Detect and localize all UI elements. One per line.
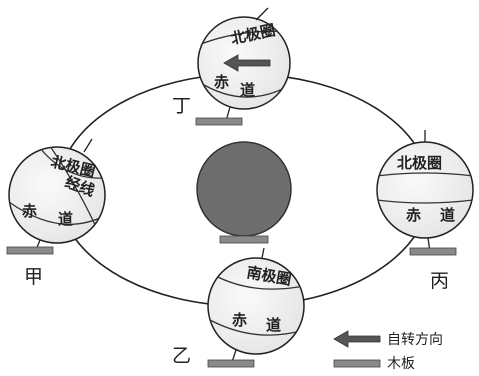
globe-jia-axis bbox=[83, 138, 93, 153]
globe-jia-sphere bbox=[8, 146, 106, 244]
globe-bing: 北极圈 赤 道 丙 bbox=[376, 130, 474, 292]
globe-jia-equator-label-1: 赤 bbox=[22, 202, 37, 220]
legend-board-swatch bbox=[333, 359, 381, 368]
position-label-jia: 甲 bbox=[24, 266, 43, 288]
globe-ding: 北极圈 赤 道 丁 bbox=[172, 7, 291, 126]
sun-board bbox=[219, 235, 269, 244]
globe-ding-equator-label-1: 赤 bbox=[214, 73, 229, 91]
globe-ding-axis bbox=[255, 7, 269, 21]
globe-bing-arctic-circle bbox=[377, 172, 473, 177]
position-label-bing: 丙 bbox=[430, 270, 449, 292]
position-label-yi: 乙 bbox=[172, 345, 191, 367]
sun bbox=[196, 141, 292, 244]
globe-yi-equator-label-1: 赤 bbox=[232, 311, 247, 329]
globe-yi-board bbox=[207, 359, 255, 368]
globe-ding-equator-label-2: 道 bbox=[240, 81, 255, 99]
globe-yi-antarctic-circle bbox=[211, 273, 304, 290]
globe-yi: 南极圈 赤 道 乙 bbox=[172, 247, 305, 368]
sun-disc bbox=[196, 141, 292, 237]
position-label-ding: 丁 bbox=[172, 95, 191, 117]
globe-yi-equator-label-2: 道 bbox=[266, 316, 281, 334]
globe-jia-equator-label-2: 道 bbox=[58, 210, 73, 228]
globe-bing-equator-label-2: 道 bbox=[440, 206, 455, 224]
legend-rotation-label: 自转方向 bbox=[387, 332, 443, 348]
globe-jia-arctic-circle bbox=[39, 147, 105, 179]
legend-rotation-arrow-icon bbox=[333, 330, 381, 348]
globe-bing-board bbox=[409, 247, 457, 256]
rotation-arrow-ding bbox=[223, 54, 271, 72]
globe-yi-sphere bbox=[207, 257, 305, 355]
globe-bing-equator-label-1: 赤 bbox=[406, 206, 421, 224]
globe-jia-equator bbox=[9, 201, 105, 225]
globe-yi-equator bbox=[209, 319, 304, 336]
globe-yi-axis bbox=[261, 247, 265, 259]
globe-bing-equator bbox=[377, 199, 473, 204]
globe-bing-arctic-label: 北极圈 bbox=[397, 154, 442, 172]
globe-jia-board bbox=[6, 246, 54, 255]
globe-ding-board bbox=[195, 117, 243, 126]
globe-jia: 北极圈 经线 赤 道 甲 bbox=[6, 138, 106, 288]
legend: 自转方向 木板 bbox=[333, 330, 443, 372]
legend-board-label: 木板 bbox=[387, 356, 415, 371]
